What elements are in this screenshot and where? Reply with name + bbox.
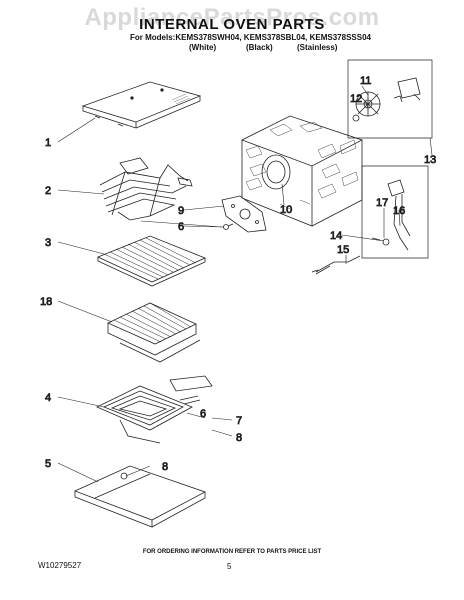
ordering-note: FOR ORDERING INFORMATION REFER TO PARTS …	[142, 549, 322, 555]
callout-11: 11	[360, 75, 371, 87]
callout-6-bottom: 6	[200, 408, 206, 420]
callout-3: 3	[45, 237, 51, 249]
color-label-white: (White)	[189, 43, 217, 52]
callout-15: 15	[337, 244, 349, 256]
callout-2: 2	[45, 185, 51, 197]
callout-12: 12	[350, 93, 362, 105]
callout-8-bottom: 8	[162, 461, 168, 473]
model-list: For Models:KEMS378SWH04, KEMS378SBL04, K…	[130, 33, 371, 42]
part-oven-rack	[96, 235, 207, 287]
callout-6-top: 6	[178, 221, 184, 233]
callout-14: 14	[330, 230, 342, 242]
callout-4: 4	[45, 392, 51, 404]
callout-9: 9	[178, 205, 184, 217]
callout-13: 13	[424, 154, 436, 166]
leader-lines	[57, 85, 433, 483]
part-fan-baffle	[221, 195, 267, 233]
callout-10: 10	[280, 204, 292, 216]
callout-8-right: 8	[236, 432, 242, 444]
callout-7: 7	[236, 415, 242, 427]
page-title: INTERNAL OVEN PARTS	[139, 16, 325, 33]
part-temperature-sensor	[311, 255, 361, 275]
color-label-stainless: (Stainless)	[297, 43, 338, 52]
callout-17: 17	[376, 197, 388, 209]
callout-5: 5	[45, 458, 51, 470]
callout-16: 16	[393, 205, 405, 217]
watermark-logo: AppliancePartsPros.com	[84, 4, 380, 31]
callout-18: 18	[40, 296, 52, 308]
part-broil-element	[99, 157, 193, 221]
part-screw	[223, 223, 234, 230]
part-sensor-wiring-group	[361, 165, 429, 259]
part-oven-rack-2	[107, 302, 201, 363]
page-number: 5	[227, 562, 232, 571]
part-bake-element	[96, 375, 213, 444]
color-label-black: (Black)	[246, 43, 273, 52]
part-oven-cavity	[240, 115, 364, 227]
part-bottom-tray	[73, 465, 207, 528]
part-fan-motor-group	[347, 59, 433, 139]
part-top-panel	[81, 81, 202, 129]
document-number: W10279527	[38, 561, 82, 570]
callout-1: 1	[45, 137, 51, 149]
